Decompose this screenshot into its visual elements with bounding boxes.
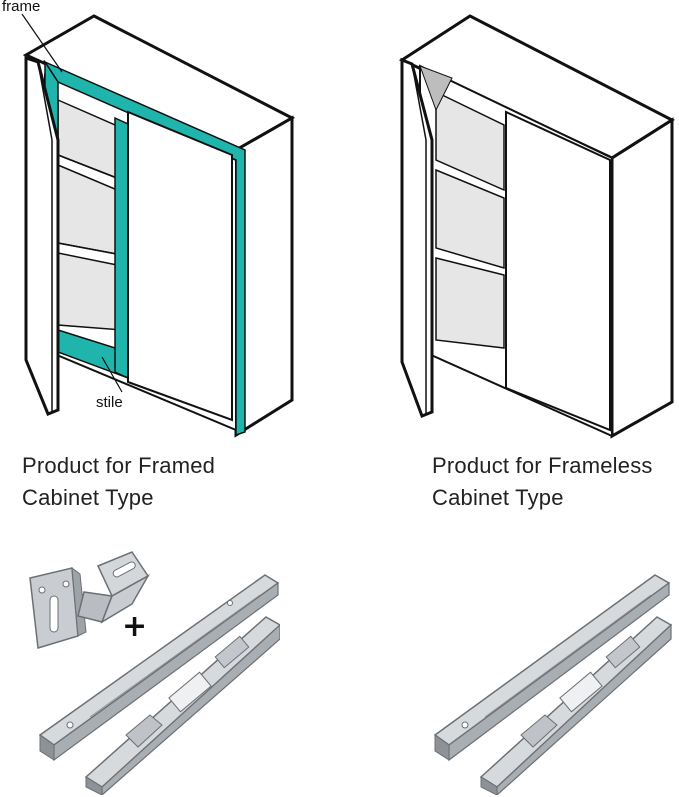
plus-icon: + [122,609,148,644]
framed-caption-line2: Cabinet Type [22,485,154,510]
framed-slide-extended [84,616,280,795]
framed-drawer-slides [30,565,280,795]
framed-caption-line1: Product for Framed [22,453,216,478]
face-frame-stile [114,116,129,380]
frameless-caption-line2: Cabinet Type [432,485,564,510]
framed-cabinet-illustration [0,0,340,445]
rear-mounting-brackets [20,548,150,658]
frameless-slide-extended [479,616,673,795]
frameless-right-door [505,110,611,432]
frameless-caption-line1: Product for Frameless [432,453,653,478]
frameless-caption: Product for Frameless Cabinet Type [432,450,653,514]
framed-caption: Product for Framed Cabinet Type [22,450,215,514]
frameless-cabinet-side [610,117,674,439]
frameless-drawer-slides [425,565,675,795]
framed-slide-closed [38,574,280,762]
stile-callout-line [101,356,123,393]
frame-callout-label: frame [2,0,41,15]
frameless-slide-closed [433,574,671,762]
framed-right-door [127,110,233,422]
stile-callout-label: stile [96,394,123,411]
rear-bracket-left [29,566,87,649]
rear-bracket-right [77,551,150,624]
frame-callout-line [21,13,63,73]
frameless-cabinet-illustration [390,0,679,445]
